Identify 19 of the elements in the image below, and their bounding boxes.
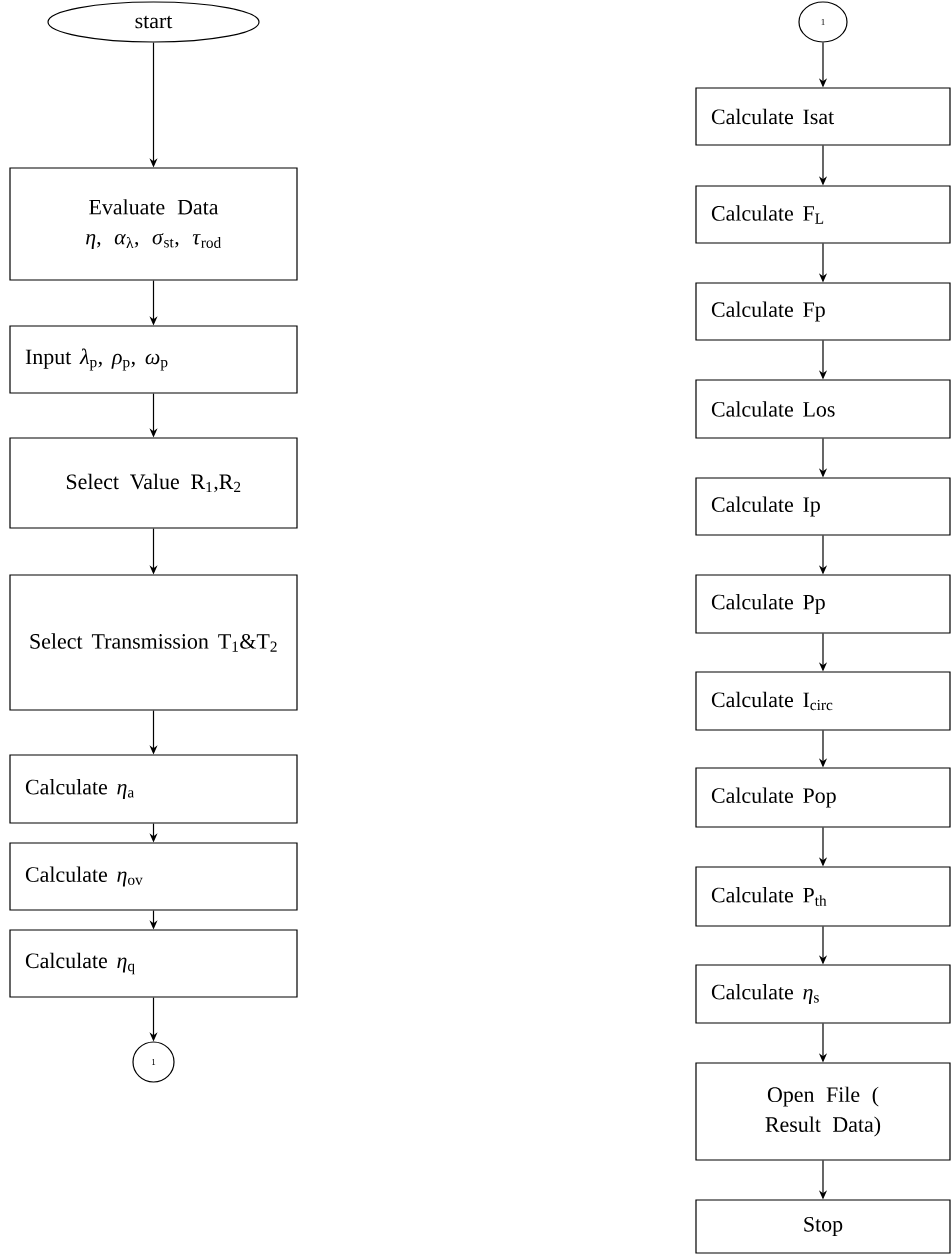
process-box: Calculate P$_{th}$ bbox=[695, 866, 951, 927]
process-box: Calculate I$_{circ}$ bbox=[695, 671, 951, 731]
process-box: Calculate η$_{s}$ bbox=[695, 964, 951, 1024]
process-box: Calculate Pop bbox=[695, 767, 951, 828]
process-box: Calculate Isat bbox=[695, 87, 951, 146]
process-box: Calculate η$_{ov}$ bbox=[9, 842, 298, 911]
process-box: Open File ( Result Data) bbox=[695, 1062, 951, 1161]
process-box: Select Transmission T$_{1}$&T$_{2}$ bbox=[9, 574, 298, 711]
process-box: Calculate Fp bbox=[695, 282, 951, 341]
process-box: Calculate Ip bbox=[695, 477, 951, 536]
process-box: Calculate η$_{q}$ bbox=[9, 929, 298, 998]
process-box: Calculate η$_{a}$ bbox=[9, 754, 298, 824]
process-box: Evaluate Data η, α$_{λ}$, σ$_{st}$, τ$_{rod}$ bbox=[9, 167, 298, 281]
process-box: Select Value R$_{1}$,R$_{2}$ bbox=[9, 437, 298, 529]
process-box: Input λ$_{p}$, ρ$_{p}$, ω$_{p}$ bbox=[9, 325, 298, 394]
process-box: Stop bbox=[695, 1199, 951, 1254]
process-box: Calculate F$_{L}$ bbox=[695, 185, 951, 244]
process-box: Calculate Pp bbox=[695, 574, 951, 634]
process-box: Calculate Los bbox=[695, 379, 951, 439]
